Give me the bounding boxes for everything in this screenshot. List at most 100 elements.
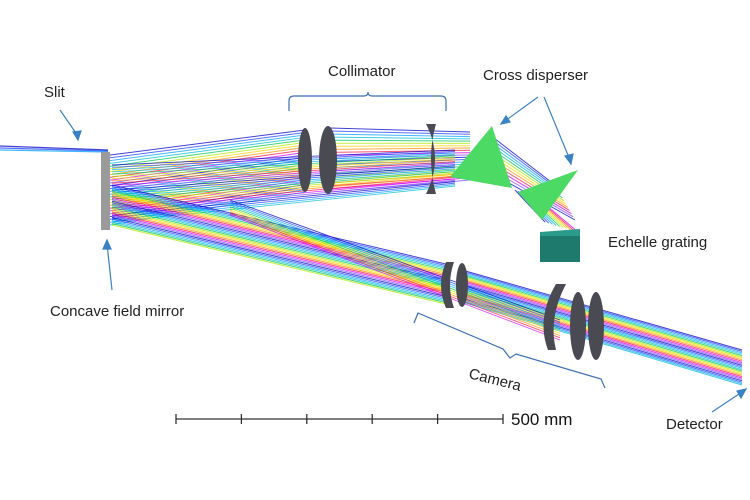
detector-arrow [711,391,743,413]
ray [111,158,456,180]
ray [109,134,306,162]
camera-lens-2 [456,263,468,307]
ray [490,138,558,189]
ray [111,181,456,216]
camera-crossing-beam [229,199,561,341]
ray [111,202,451,284]
ray [109,151,306,181]
camera-lens-1 [441,262,454,308]
ray [111,221,451,303]
ray [329,136,471,140]
ray [109,136,306,164]
concave-field-mirror-label: Concave field mirror [50,303,184,320]
ray [489,134,556,186]
collimator-lens-3 [426,124,436,194]
ray [111,187,451,269]
ray [109,174,306,206]
ray [111,184,456,221]
ray [329,130,471,135]
ray [111,194,451,276]
ray [229,207,561,332]
ray [329,145,471,147]
ray [111,168,456,196]
ray [111,163,456,189]
collimator-lenses [298,124,436,194]
ray [111,171,456,200]
cross-disperser-prism-2 [518,170,578,220]
ray [329,133,471,138]
ray [229,214,561,341]
camera-lens-4 [570,292,586,360]
ray [111,217,451,299]
echelle-grating-label: Echelle grating [608,234,707,251]
camera-bracket [413,312,606,389]
field-mirror-arrow [106,243,113,291]
ray [111,184,451,266]
ray [111,178,456,212]
ray [229,209,561,334]
ray [111,155,456,175]
ray [0,145,109,151]
ray [111,153,456,173]
ray [111,152,456,171]
ray [111,212,451,294]
echelle-grating [540,229,580,262]
ray [111,162,456,186]
ray [111,220,451,302]
ray [111,156,456,177]
ray [229,202,561,325]
camera-lens-5 [588,292,604,360]
ray [109,141,306,170]
collimator-label: Collimator [328,63,396,80]
cross-disperser-prism-1 [450,126,512,188]
ray [229,211,561,336]
ray [111,200,451,282]
ray [229,206,561,330]
ray [109,129,306,156]
ray [109,144,306,173]
ray [111,169,456,198]
camera-lens-3 [543,284,566,350]
ray [111,206,451,288]
ray [111,159,456,182]
camera-beam [111,184,451,306]
cross-disperser-prisms [450,126,578,220]
collimator-lens-2 [319,126,337,194]
ray [111,150,456,168]
ray [111,149,456,166]
ray [111,161,456,184]
cross-disperser-arrow-1 [504,96,539,122]
ray [329,147,471,150]
ray [329,139,471,142]
camera-label: Camera [467,365,524,395]
cross-disperser-label: Cross disperser [483,67,588,84]
ray [109,131,306,159]
ray [111,224,451,306]
ray [0,147,109,152]
ray [111,218,451,300]
slit-beam [0,145,109,153]
ray [229,201,561,323]
ray [229,204,561,328]
ray [329,127,471,133]
ray [111,211,451,293]
ray [111,205,451,287]
concave-field-mirror [101,152,110,230]
slit-label: Slit [44,84,66,101]
ray [111,172,456,202]
ray [111,203,451,285]
collimator-bracket [288,91,447,111]
ray [111,166,456,193]
annotation-arrows [59,96,748,413]
scale-bar-label: 500 mm [511,410,572,429]
ray [109,139,306,167]
ray [229,212,561,339]
ray [111,199,451,281]
scale-bar [175,414,504,424]
ray [229,199,561,321]
detector-label: Detector [666,416,723,433]
ray [111,215,451,297]
collimator-lens-1 [298,128,312,192]
ray [111,223,451,305]
